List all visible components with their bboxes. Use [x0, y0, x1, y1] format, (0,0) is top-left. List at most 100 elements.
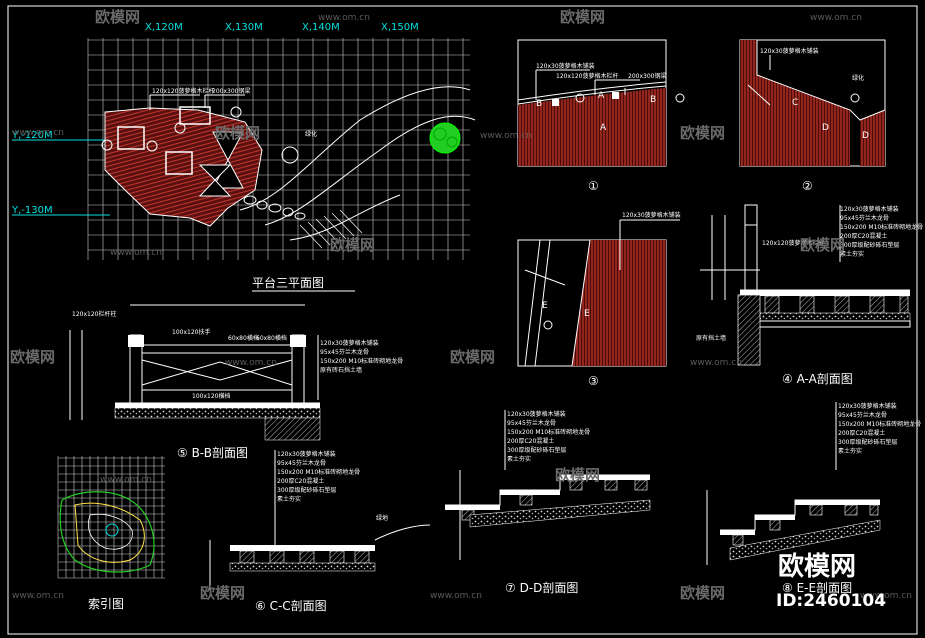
detail-note: 120x120菠萝格木栏杆 [556, 72, 618, 80]
detail-2: 120x30菠萝格木铺装 绿化 C D D ② [739, 39, 886, 193]
layer-note: 300厚级配砂砾石垫层 [507, 446, 566, 454]
section-mark: E [584, 309, 590, 319]
section-marker [146, 140, 158, 152]
watermark-logo: 欧模网 [680, 124, 725, 142]
section-mark: E [542, 301, 548, 311]
watermark-url: www.om.cn [100, 475, 152, 485]
layer-note: 素土夯实 [507, 455, 531, 463]
layer-note: 绿地 [376, 514, 388, 522]
layer-note: 300厚级配砂砾石垫层 [840, 241, 899, 249]
brick-joist [769, 519, 781, 531]
asset-id: ID:2460104 [776, 591, 886, 611]
path-edge [264, 115, 476, 226]
section-marker [230, 106, 242, 118]
column-square [117, 126, 145, 150]
axis-label-x: X,150M [381, 22, 419, 33]
plan-view [12, 38, 476, 260]
watermark-logo: 欧模网 [680, 584, 725, 602]
brick-joist [799, 295, 815, 314]
brick-joist [634, 479, 648, 491]
drawing-frame [7, 5, 918, 635]
index-map: 索引图 [55, 453, 167, 611]
tree-icon [429, 122, 461, 154]
watermark-url: www.om.cn [12, 591, 64, 601]
brick-joist [569, 479, 583, 491]
layer-note: 120x30菠萝格木铺装 [320, 339, 379, 347]
detail-note: 200x300钢梁 [628, 72, 666, 80]
layer-note: 200厚C20混凝土 [840, 232, 887, 240]
section-aa: 120x30菠萝格木铺装 95x45芬兰木龙骨 150x200 M10标准砖砌地… [696, 204, 923, 386]
axis-label-x: X,130M [225, 22, 263, 33]
watermark-url: www.om.cn [430, 591, 482, 601]
section-title: ⑦ D-D剖面图 [505, 581, 578, 595]
bb-note: 60x80横档 [256, 334, 287, 342]
layer-note: 200厚C20混凝土 [838, 429, 885, 437]
column-square [165, 151, 193, 175]
section-title: ④ A-A剖面图 [782, 372, 853, 386]
watermark-url: www.om.cn [12, 128, 64, 138]
brick-joist [869, 504, 879, 516]
brick-joist [354, 550, 370, 564]
layer-note: 150x200 M10标准砖砌地龙骨 [507, 428, 590, 436]
watermark-logo: 欧模网 [555, 466, 600, 484]
column-square [179, 106, 211, 125]
brick-joist [299, 550, 315, 564]
layer-note: 150x200 M10标准砖砌地龙骨 [320, 357, 403, 365]
section-dd: 120x30菠萝格木铺装 95x45芬兰木龙骨 150x200 M10标准砖砌地… [445, 410, 651, 595]
section-mark: D [822, 123, 829, 133]
layer-note: 300厚级配砂砾石垫层 [277, 486, 336, 494]
watermark-url: www.om.cn [318, 13, 370, 23]
brick-joist [269, 550, 285, 564]
path-edge [239, 86, 471, 211]
section-mark: A [598, 91, 605, 101]
layer-note: 95x45芬兰木龙骨 [838, 411, 887, 419]
section-title: ⑤ B-B剖面图 [177, 446, 248, 460]
section-mark: D [862, 131, 869, 141]
section-bb: 120x120栏杆柱 100x120扶手 60x80横档 60x80横档 100… [69, 304, 403, 460]
layer-note: 原有砖石挡土墙 [320, 366, 362, 374]
layer-note: 素土夯实 [838, 447, 862, 455]
brick-joist [809, 504, 823, 516]
detail-1: 120x30菠萝格木铺装 120x120菠萝格木栏杆 200x300钢梁 B A… [517, 39, 685, 193]
layer-note: 120x30菠萝格木铺装 [277, 450, 336, 458]
watermark-url: www.om.cn [860, 591, 912, 601]
layer-note: 120x120菠萝格木栏杆 [762, 239, 824, 247]
detail-number: ② [802, 179, 813, 193]
axis-label-x: X,140M [302, 22, 340, 33]
axis-label-x: X,120M [145, 22, 183, 33]
watermark-logo: 欧模网 [200, 584, 245, 602]
watermark-url: www.om.cn [810, 13, 862, 23]
watermark-logo: 欧模网 [215, 124, 260, 142]
brick-joist [519, 494, 533, 506]
section-mark: B [650, 95, 656, 105]
watermark-url: www.om.cn [225, 358, 277, 368]
section-title: ⑧ E-E剖面图 [782, 581, 852, 595]
brick-joist [869, 295, 885, 314]
brick-joist [604, 479, 618, 491]
layer-note: 95x45芬兰木龙骨 [840, 214, 889, 222]
brick-joist [834, 295, 850, 314]
section-marker [101, 139, 113, 151]
layer-note: 200厚C20混凝土 [277, 477, 324, 485]
brick-joist [732, 534, 744, 546]
section-title: ⑥ C-C剖面图 [255, 599, 327, 613]
layer-note: 素土夯实 [840, 250, 864, 258]
detail-number: ① [588, 179, 599, 193]
layer-note: 95x45芬兰木龙骨 [507, 419, 556, 427]
plan-note: 绿化 [305, 130, 317, 138]
stair-wedge [198, 164, 232, 197]
detail-note: 120x30菠萝格木铺装 [536, 62, 595, 70]
brick-joist [764, 295, 780, 314]
watermark-logo: 欧模网 [330, 236, 375, 254]
axis-label-y: Y,-120M [11, 130, 53, 141]
section-marker [174, 122, 186, 134]
section-marker [281, 146, 299, 164]
plan-note: 120x120菠萝格木栏杆 [152, 87, 214, 95]
section-mark: A [600, 123, 607, 133]
brand-stamp: 欧模网 [778, 551, 856, 582]
layer-note: 150x200 M10标准砖砌地龙骨 [838, 420, 921, 428]
layer-note: 150x200 M10标准砖砌地龙骨 [277, 468, 360, 476]
layer-note: 120x30菠萝格木铺装 [840, 205, 899, 213]
layer-note: 300厚级配砂砾石垫层 [838, 438, 897, 446]
